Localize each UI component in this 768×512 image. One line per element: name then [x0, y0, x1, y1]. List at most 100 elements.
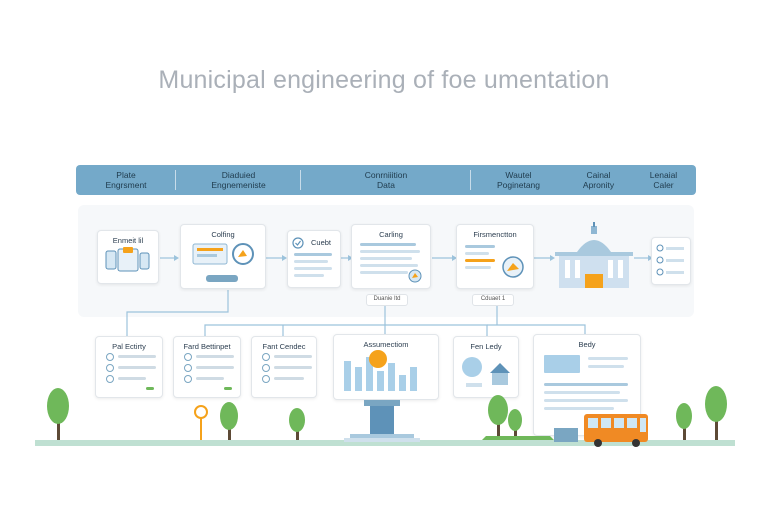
tree-icon	[289, 408, 305, 440]
connector-line	[126, 290, 229, 336]
arrow-head	[648, 255, 653, 261]
text-line	[360, 271, 408, 274]
image-placeholder	[544, 355, 580, 373]
capitol-building-icon	[555, 222, 633, 288]
text-line	[544, 407, 614, 410]
text-line	[294, 260, 328, 263]
tree-icon	[47, 388, 69, 440]
arrow-head	[348, 255, 353, 261]
list-item	[262, 375, 306, 383]
scenery	[47, 386, 727, 447]
text-line	[544, 399, 628, 402]
arrow-head	[452, 255, 457, 261]
top-card-2-button[interactable]	[206, 275, 238, 282]
header-cell-4-line1: Wautel	[505, 170, 532, 180]
arrow-head	[282, 255, 287, 261]
text-line	[465, 252, 489, 255]
bottom-card-2[interactable]: Fard Bettinpet	[173, 336, 241, 398]
list-item	[262, 353, 312, 361]
list-item	[184, 353, 234, 361]
devices-icon	[105, 247, 150, 272]
header-cell-5-line2: Apronity	[582, 180, 615, 190]
check-circle-icon	[292, 237, 304, 249]
top-card-1-title: Enmeit lil	[112, 236, 144, 245]
tree-icon	[488, 395, 508, 440]
header-cell-3-line1: Conrniiition	[364, 170, 408, 180]
tag-1[interactable]: Duanie ltd	[366, 294, 408, 306]
text-line	[294, 274, 324, 277]
map-pin-icon	[502, 256, 524, 278]
list-item	[184, 364, 234, 372]
text-line	[465, 266, 491, 269]
house-icon	[462, 357, 510, 387]
top-card-4-title: Carling	[379, 230, 403, 239]
bottom-card-3-title: Fant Cendec	[262, 342, 306, 351]
check-icon	[224, 387, 232, 390]
tree-icon	[508, 409, 522, 440]
top-card-5-title: Firsmenctton	[473, 230, 517, 239]
page-title: Municipal engineering of foe umentation	[158, 66, 610, 94]
connector-line	[204, 324, 488, 336]
header-cell-6-line1: Lenaial	[649, 170, 678, 180]
list-item	[184, 375, 230, 383]
bottom-card-1[interactable]: Pal Ectirty	[95, 336, 163, 398]
list-item	[262, 364, 312, 372]
header-cell-2-line2: Engnemeniste	[211, 180, 266, 190]
text-line	[588, 357, 628, 360]
list-item	[106, 364, 156, 372]
text-line	[544, 391, 620, 394]
text-line	[360, 250, 420, 253]
bottom-card-2-title: Fard Bettinpet	[183, 342, 231, 351]
bottom-card-4-title: Assumectiom	[363, 340, 409, 349]
arrow-head	[174, 255, 179, 261]
tree-icon	[705, 386, 727, 440]
globe-icon	[408, 269, 422, 283]
header-cell-1-line2: Engrsment	[105, 180, 147, 190]
tree-icon	[220, 402, 238, 440]
bottom-card-6-title: Bedy	[578, 340, 596, 349]
bottom-card-5[interactable]: Fen Ledy	[453, 336, 519, 398]
list-item	[106, 353, 156, 361]
top-card-2-title: Colfing	[211, 230, 235, 239]
top-card-3-title: Cuebt	[310, 238, 331, 247]
text-line	[360, 257, 412, 260]
text-line	[360, 243, 416, 246]
ground	[35, 440, 735, 446]
header-cell-1-line1: Plate	[116, 170, 136, 180]
text-line	[294, 253, 332, 256]
checklist-card[interactable]	[651, 237, 691, 285]
bar-chart-icon	[344, 350, 417, 391]
header-cell-4-line2: Poginetang	[496, 180, 540, 190]
top-card-2[interactable]: Colfing	[180, 224, 266, 289]
header-cell-6-line2: Caler	[653, 180, 674, 190]
top-card-1[interactable]: Enmeit lil	[97, 230, 159, 284]
small-building-icon	[554, 428, 578, 442]
bottom-card-3[interactable]: Fant Cendec	[251, 336, 317, 398]
check-icon	[146, 387, 154, 390]
arrow-head	[550, 255, 555, 261]
bus-icon	[584, 414, 648, 447]
text-line	[294, 267, 332, 270]
top-card-5[interactable]: Firsmenctton	[456, 224, 534, 289]
text-line	[588, 365, 624, 368]
sign-icon	[194, 405, 208, 440]
top-card-4[interactable]: Carling	[351, 224, 431, 289]
text-line	[360, 264, 418, 267]
text-line	[544, 383, 628, 386]
list-item	[106, 375, 152, 383]
monument-icon	[344, 400, 420, 442]
text-line	[465, 245, 495, 248]
bottom-card-4[interactable]: Assumectiom	[333, 334, 439, 400]
check-icon	[656, 244, 684, 276]
settings-panel-icon	[192, 243, 254, 265]
tag-2[interactable]: Cduaet 1	[472, 294, 514, 306]
top-card-3[interactable]: Cuebt	[287, 230, 341, 288]
header-cell-3-line2: Data	[377, 180, 395, 190]
